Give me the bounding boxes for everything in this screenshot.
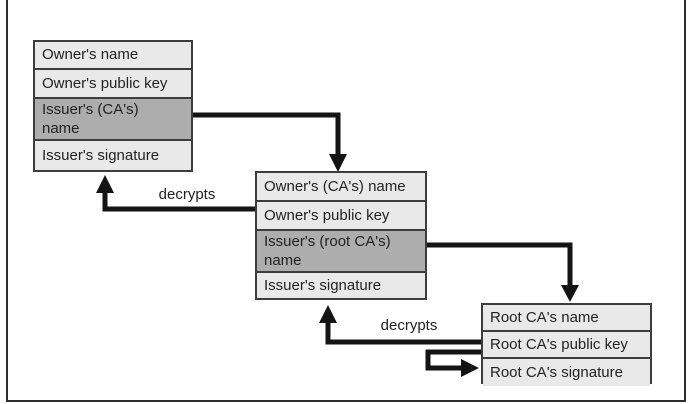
- field-ca-issuer-signature: Issuer's signature: [257, 273, 425, 298]
- page-border-right: [684, 0, 686, 402]
- certificate-box-ca: Owner's (CA's) name Owner's public key I…: [255, 171, 427, 300]
- decrypts-label-left: decrypts: [158, 186, 216, 203]
- field-root-ca-signature: Root CA's signature: [483, 359, 650, 386]
- field-ca-public-key: Owner's public key: [257, 202, 425, 231]
- page-border-left: [6, 0, 8, 402]
- field-owner-name: Owner's name: [35, 42, 191, 70]
- field-ca-owner-name: Owner's (CA's) name: [257, 173, 425, 202]
- field-root-ca-public-key: Root CA's public key: [483, 332, 650, 359]
- field-root-ca-name: Root CA's name: [483, 305, 650, 332]
- field-issuer-root-ca-name: Issuer's (root CA's) name: [257, 231, 425, 273]
- certificate-box-root-ca: Root CA's name Root CA's public key Root…: [481, 303, 652, 386]
- arrow-owner-to-ca: [193, 112, 347, 172]
- arrow-ca-to-root-ca: [427, 242, 579, 302]
- arrow-root-ca-self-loop: [425, 349, 481, 377]
- page-border-bottom: [6, 400, 686, 402]
- field-issuer-ca-name: Issuer's (CA's) name: [35, 99, 191, 141]
- decrypts-label-right: decrypts: [380, 317, 438, 334]
- certificate-box-owner: Owner's name Owner's public key Issuer's…: [33, 40, 193, 172]
- field-owner-public-key: Owner's public key: [35, 70, 191, 99]
- field-issuer-signature: Issuer's signature: [35, 141, 191, 170]
